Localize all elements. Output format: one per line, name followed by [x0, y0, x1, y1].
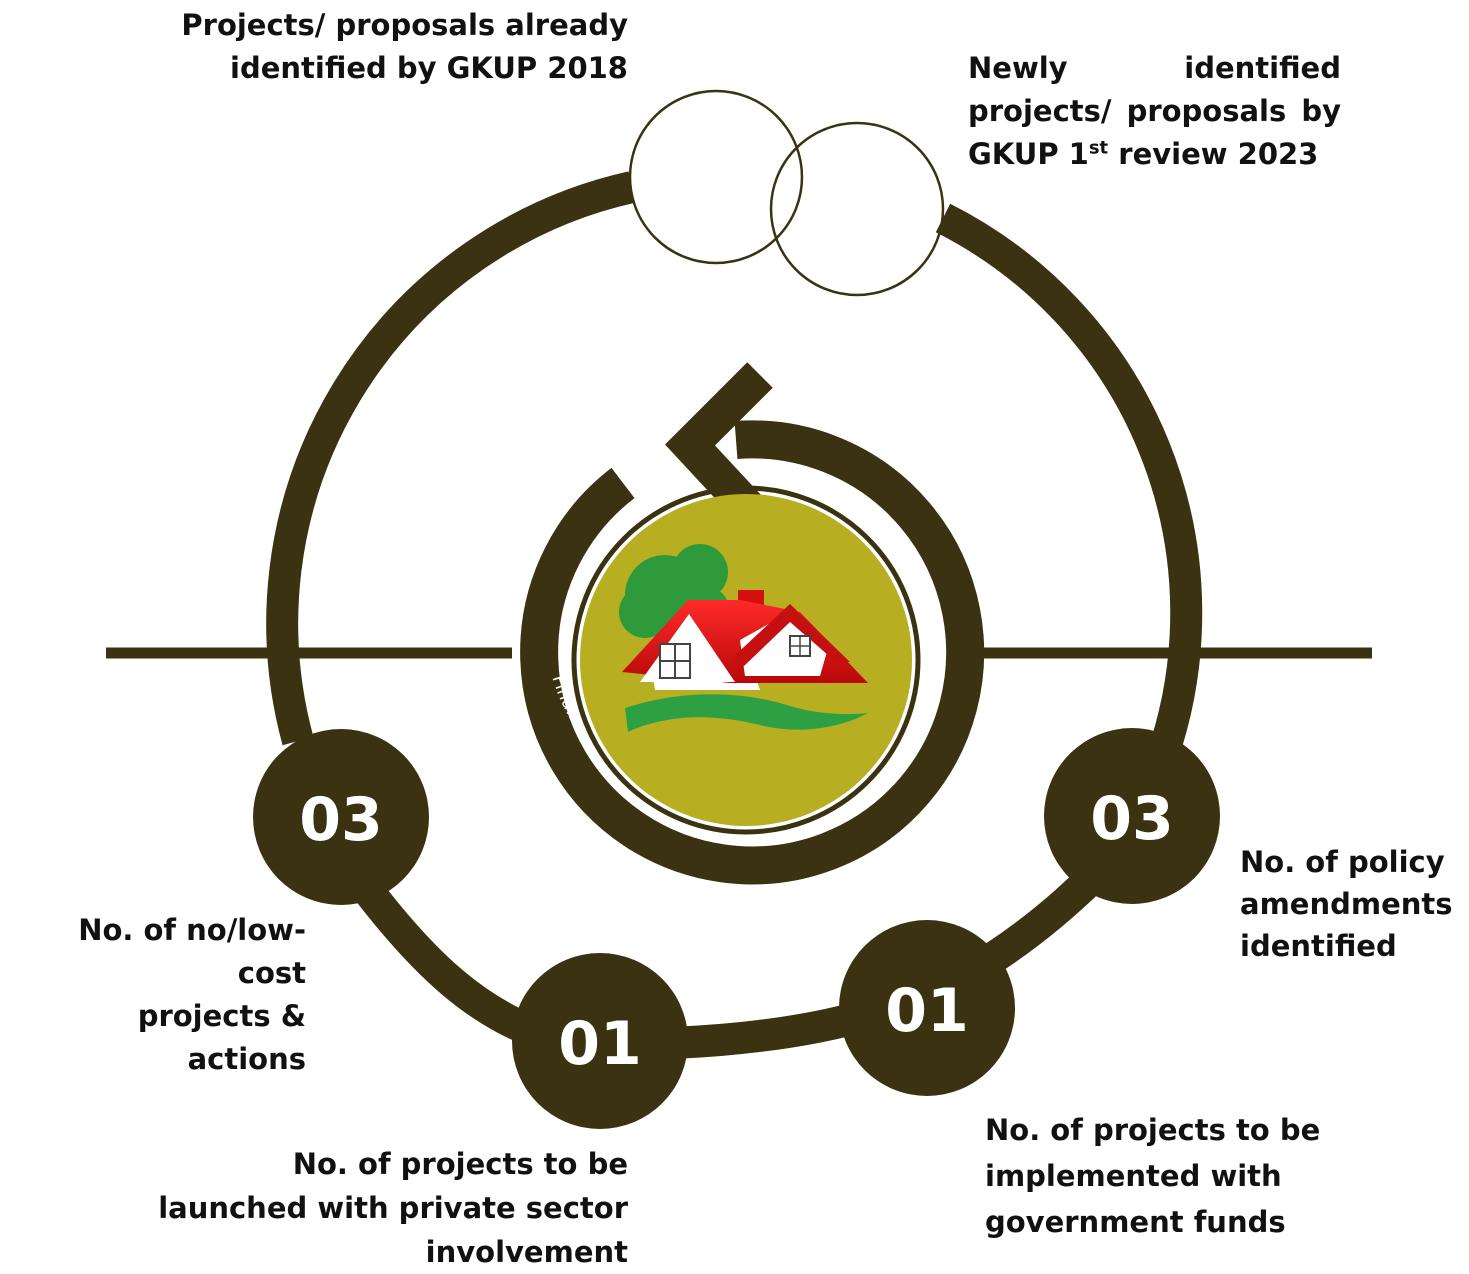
badge-private-sector-number: 01 — [558, 1009, 642, 1079]
badge-government-funds-number: 01 — [885, 976, 969, 1046]
low-cost-label-line: No. of no/low-cost — [78, 913, 306, 990]
government-funds-label-line: government funds — [985, 1205, 1286, 1239]
gkup-review-circle — [769, 121, 945, 297]
government-funds-label-line: implemented with — [985, 1159, 1282, 1193]
gkup-review-label: Newly identified projects/ proposals by … — [968, 47, 1341, 176]
badge-private-sector — [512, 953, 688, 1129]
low-cost-label-line: projects & actions — [137, 999, 306, 1076]
gkup-review-label-part: GKUP 1 — [968, 137, 1089, 171]
gkup-review-label-line: Newly identified — [968, 51, 1341, 85]
government-funds-label: No. of projects to be implemented with g… — [985, 1107, 1405, 1245]
government-funds-label-line: No. of projects to be — [985, 1113, 1321, 1147]
private-sector-label-line: No. of projects to be — [292, 1147, 628, 1181]
outer-ring-right — [935, 203, 1203, 766]
gkup-review-label-sup: st — [1088, 137, 1109, 159]
gkup-2018-circle — [628, 89, 804, 265]
badge-low-cost — [253, 729, 429, 905]
private-sector-label-line: launched with private sector — [158, 1191, 628, 1225]
gkup-2018-label-line: Projects/ proposals already — [181, 8, 628, 42]
private-sector-label-line: involvement — [425, 1235, 628, 1269]
outer-ring-left — [266, 171, 636, 746]
gkup-review-label-line: projects/ proposals by — [968, 94, 1341, 128]
policy-amendments-label-line: amendments — [1240, 887, 1453, 921]
private-sector-label: No. of projects to be launched with priv… — [150, 1142, 628, 1274]
house-with-tree-icon — [622, 590, 868, 690]
badge-low-cost-number: 03 — [299, 785, 383, 855]
refresh-arrow-icon — [665, 362, 773, 528]
gkup-2018-label: Projects/ proposals already identified b… — [160, 4, 628, 90]
logo-inner-ring — [571, 485, 921, 835]
center-logo: Finalized priority projects for accelera… — [520, 362, 985, 885]
low-cost-label: No. of no/low-cost projects & actions — [10, 909, 306, 1081]
badge-policy-amendments — [1044, 728, 1220, 904]
policy-amendments-label-line: No. of policy — [1240, 845, 1445, 879]
gkup-review-label-line: GKUP 1st review 2023 — [968, 133, 1341, 176]
policy-amendments-label: No. of policy amendments identified — [1240, 841, 1465, 967]
grass-swoosh-icon — [625, 694, 868, 732]
badge-policy-amendments-number: 03 — [1090, 784, 1174, 854]
policy-amendments-label-line: identified — [1240, 929, 1397, 963]
badge-government-funds — [839, 920, 1015, 1096]
gkup-2018-label-line: identified by GKUP 2018 — [230, 51, 628, 85]
gkup-review-label-part: review 2023 — [1108, 137, 1319, 171]
logo-dark-ring — [520, 420, 985, 885]
